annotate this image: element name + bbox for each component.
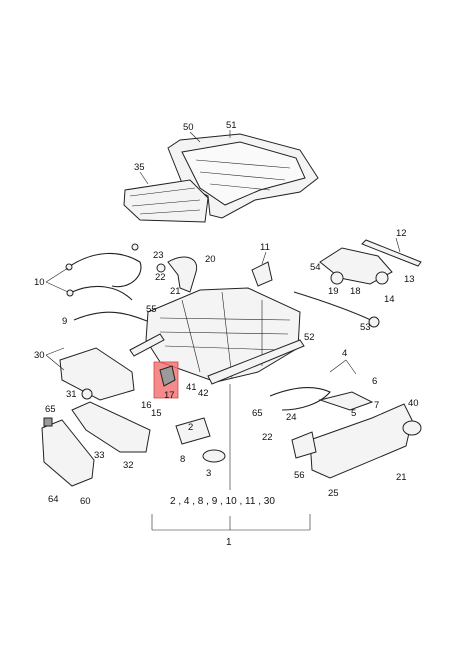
callout-53: 53 bbox=[360, 322, 371, 333]
callout-25: 25 bbox=[328, 488, 339, 499]
callout-5: 5 bbox=[351, 408, 356, 419]
callout-16: 16 bbox=[141, 400, 152, 411]
seat-frame-part bbox=[129, 287, 305, 385]
callout-4: 4 bbox=[342, 348, 347, 359]
lever-part bbox=[318, 391, 374, 411]
callout-12: 12 bbox=[396, 228, 407, 239]
adjust-motor-part bbox=[175, 417, 226, 463]
switch-housing-part bbox=[41, 419, 95, 487]
callout-51: 51 bbox=[226, 120, 237, 131]
callout-22-lower: 22 bbox=[262, 432, 273, 443]
callout-31: 31 bbox=[66, 389, 77, 400]
cable-part-2 bbox=[269, 387, 331, 411]
callout-50: 50 bbox=[183, 122, 194, 133]
callout-40: 40 bbox=[408, 398, 419, 409]
leader-lines bbox=[45, 130, 401, 531]
callout-11: 11 bbox=[260, 242, 270, 253]
callout-64: 64 bbox=[48, 494, 59, 505]
callout-65-left: 65 bbox=[45, 404, 56, 415]
callout-60: 60 bbox=[80, 496, 91, 507]
side-trim-part bbox=[291, 403, 422, 479]
callout-42: 42 bbox=[198, 388, 209, 399]
callout-2: 2 bbox=[188, 422, 193, 433]
callout-7: 7 bbox=[374, 400, 379, 411]
callout-55: 55 bbox=[146, 304, 157, 315]
callout-32: 32 bbox=[123, 460, 134, 471]
callout-18: 18 bbox=[350, 286, 361, 297]
callout-23: 23 bbox=[153, 250, 164, 261]
callout-65-right: 65 bbox=[252, 408, 263, 419]
callout-33: 33 bbox=[94, 450, 105, 461]
callout-21-bottom: 21 bbox=[396, 472, 407, 483]
callout-15: 15 bbox=[151, 408, 162, 419]
wiring-harness-part bbox=[65, 243, 142, 301]
screw-part bbox=[156, 263, 166, 273]
clip-part-17 bbox=[159, 365, 176, 387]
callout-6: 6 bbox=[372, 376, 377, 387]
seat-bracket-part bbox=[167, 256, 198, 293]
callout-13: 13 bbox=[404, 274, 415, 285]
seat-rail-part bbox=[361, 239, 422, 267]
callout-35: 35 bbox=[134, 162, 145, 173]
callout-41: 41 bbox=[186, 382, 197, 393]
callout-24: 24 bbox=[286, 412, 297, 423]
callout-8: 8 bbox=[180, 454, 185, 465]
callout-21-top: 21 bbox=[170, 286, 181, 297]
callout-14: 14 bbox=[384, 294, 395, 305]
grouped-parts-label: 2 , 4 , 8 , 9 , 10 , 11 , 30 bbox=[170, 496, 275, 507]
motor-assembly-part bbox=[251, 247, 393, 328]
callout-19: 19 bbox=[328, 286, 339, 297]
trim-panel-part bbox=[71, 401, 151, 453]
tray-part bbox=[59, 347, 135, 401]
cable-part bbox=[73, 311, 151, 323]
callout-56: 56 bbox=[294, 470, 305, 481]
cushion-cover-part bbox=[123, 179, 209, 223]
main-assembly-label: 1 bbox=[226, 537, 232, 548]
callout-20: 20 bbox=[205, 254, 216, 265]
callout-30: 30 bbox=[34, 350, 45, 361]
callout-3: 3 bbox=[206, 468, 211, 479]
callout-52: 52 bbox=[304, 332, 315, 343]
callout-9: 9 bbox=[62, 316, 67, 327]
callout-labels: 50 51 35 12 11 23 20 22 54 19 18 13 14 1… bbox=[34, 120, 419, 507]
callout-10: 10 bbox=[34, 277, 45, 288]
callout-54: 54 bbox=[310, 262, 321, 273]
callout-22: 22 bbox=[155, 272, 166, 283]
clip-part bbox=[43, 417, 53, 427]
bolt-part bbox=[81, 388, 93, 400]
callout-17: 17 bbox=[164, 390, 175, 401]
